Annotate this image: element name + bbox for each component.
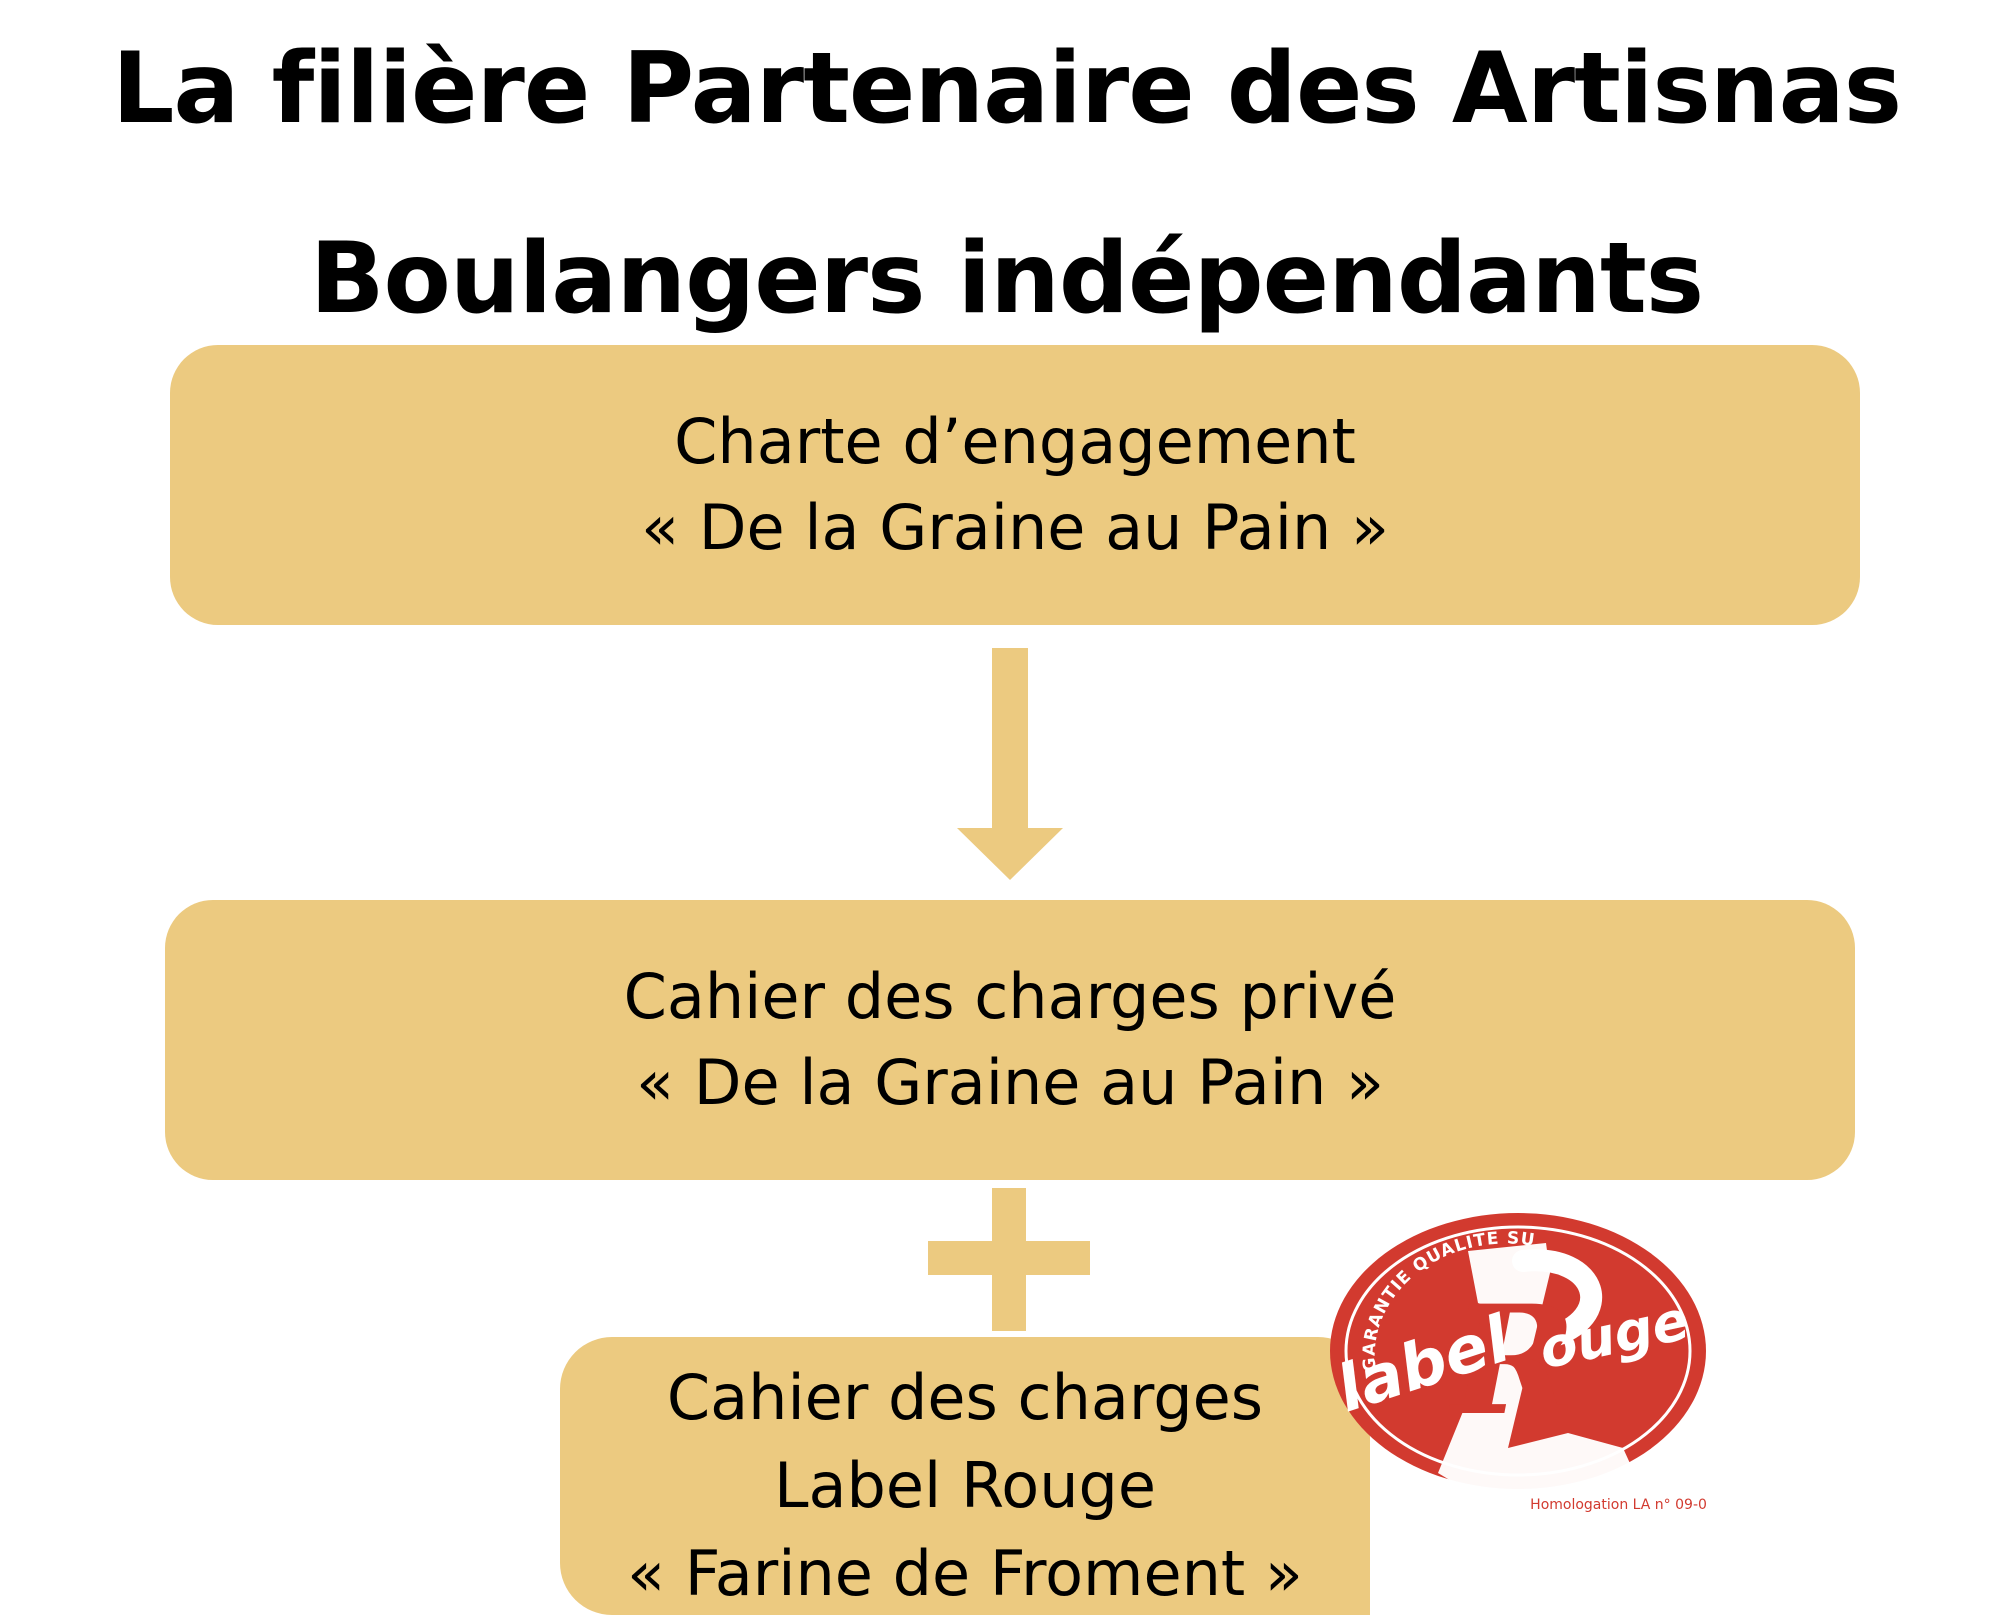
box-label-line: « Farine de Froment » bbox=[627, 1537, 1303, 1611]
label-rouge-logo: GARANTIE QUALITE SUPERIEURE R label ouge… bbox=[1318, 1203, 1708, 1513]
down-arrow-icon bbox=[957, 648, 1063, 880]
box-label-line: Cahier des charges bbox=[666, 1360, 1264, 1434]
logo-homologation: Homologation LA n° 09-05 bbox=[1530, 1497, 1708, 1513]
logo-letter-r: R bbox=[1448, 1273, 1577, 1449]
box-label-line: « De la Graine au Pain » bbox=[641, 491, 1389, 564]
cahier-charges-label-rouge-box: Cahier des charges Label Rouge « Farine … bbox=[560, 1337, 1370, 1615]
cahier-charges-prive-box: Cahier des charges privé « De la Graine … bbox=[165, 900, 1855, 1180]
diagram-title-line-1: La filière Partenaire des Artisnas bbox=[111, 32, 1902, 146]
plus-icon bbox=[928, 1188, 1090, 1331]
box-label-line: « De la Graine au Pain » bbox=[636, 1046, 1384, 1119]
diagram-title-line-2: Boulangers indépendants bbox=[309, 222, 1704, 336]
box-label-line: Charte d’engagement bbox=[674, 405, 1356, 479]
box-label-line: Cahier des charges privé bbox=[623, 960, 1397, 1034]
charte-engagement-box: Charte d’engagement « De la Graine au Pa… bbox=[170, 345, 1860, 625]
box-label-line: Label Rouge bbox=[774, 1448, 1156, 1522]
